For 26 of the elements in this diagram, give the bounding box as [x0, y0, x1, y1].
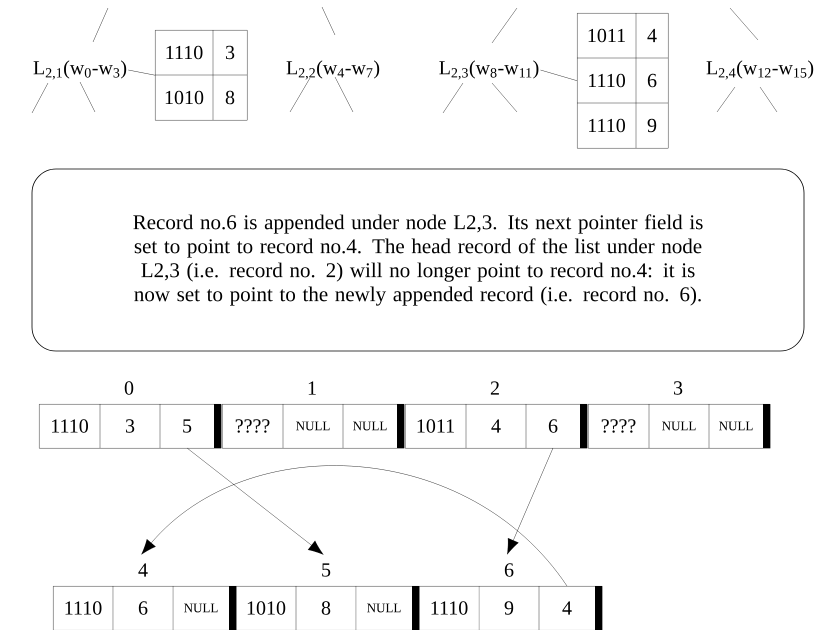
record: ???? NULL NULL	[222, 404, 404, 448]
record-index: 1	[308, 381, 316, 395]
tree-node-label: L$_{2,1}$(w$_{0}$-w$_{3}$)	[34, 60, 126, 80]
connector-line	[540, 70, 578, 81]
arrow	[507, 448, 554, 554]
tree-node-label: L$_{2,4}$(w$_{12}$-w$_{15}$)	[706, 60, 814, 80]
arrow	[186, 448, 324, 555]
record: 1110 3 5	[39, 404, 222, 448]
record: ???? NULL NULL	[588, 404, 770, 448]
record-index: 3	[674, 381, 682, 395]
table: 1011 4 1110 6 1110 9	[576, 12, 668, 148]
record-index: 4	[138, 563, 148, 577]
record: 1110 6 NULL	[53, 586, 236, 630]
record: 1110 9 4	[419, 586, 602, 630]
record-index: 5	[322, 563, 330, 577]
table: 1110 3 1010 8	[154, 30, 248, 120]
arrow	[141, 466, 568, 586]
tree-node-label: L$_{2,3}$(w$_{8}$-w$_{11}$)	[439, 60, 538, 80]
note-box: Record no.6 is appended under node L2,3. Its next pointer field is set to point to record no.4. The head record of the list under node L2,3 (i.e. record no. 2) will no longer point to record no.4: it is now set to point to the newly appended record (i.e. record no. 6).	[32, 168, 804, 352]
record-index: 6	[504, 563, 514, 577]
record: 1011 4 6	[405, 404, 588, 448]
record: 1010 8 NULL	[236, 586, 420, 630]
tree-node-label: L$_{2,2}$(w$_{4}$-w$_{7}$)	[286, 60, 380, 80]
connector-line	[128, 70, 156, 76]
record-index: 0	[124, 381, 134, 395]
record-index: 2	[490, 381, 499, 395]
